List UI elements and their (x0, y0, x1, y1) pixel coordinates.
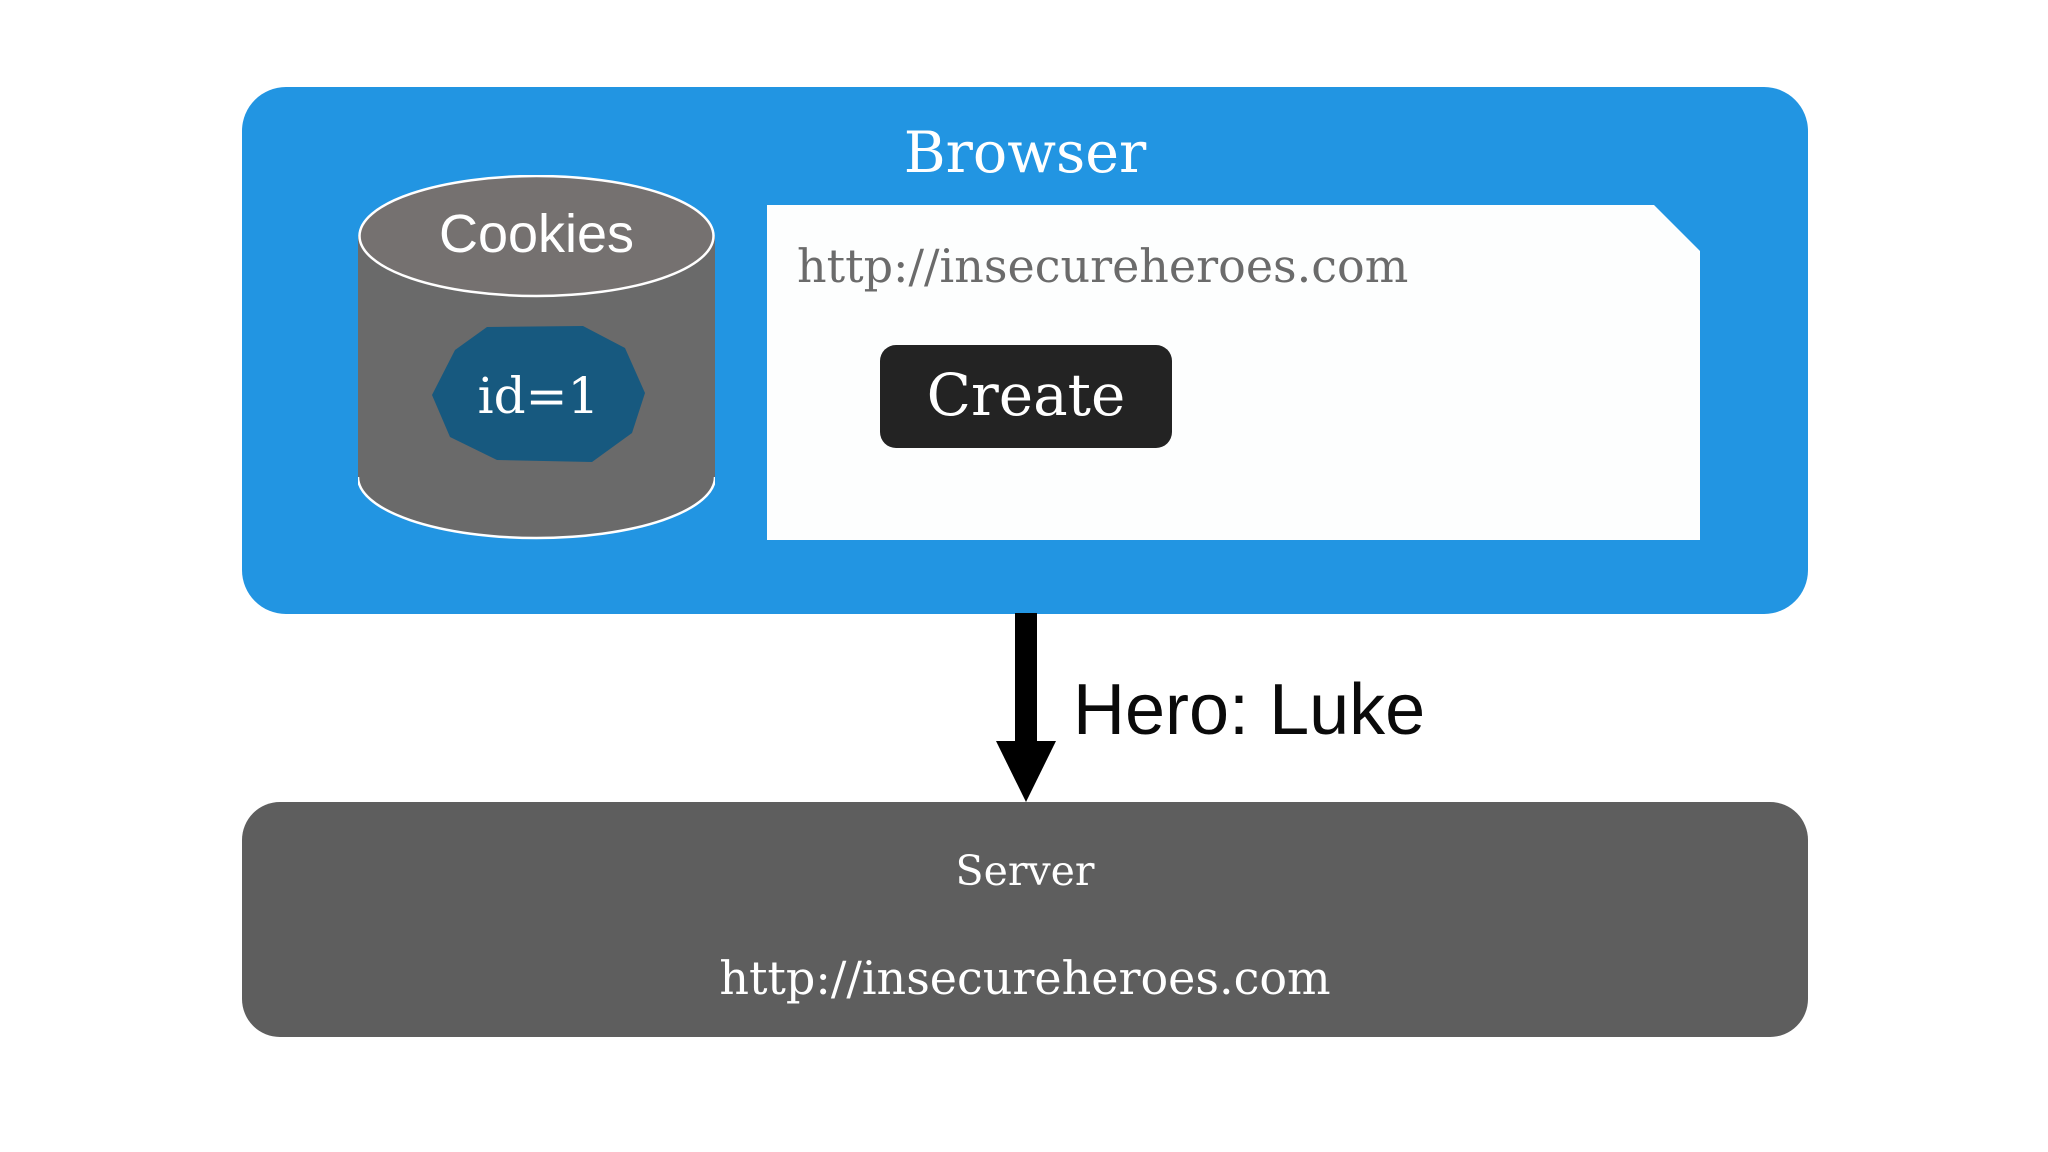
server-url: http://insecureheroes.com (719, 951, 1331, 1005)
cookies-cylinder-icon (358, 175, 715, 540)
server-title: Server (955, 847, 1095, 895)
server-box: Server http://insecureheroes.com (242, 802, 1808, 1037)
cookie-value: id=1 (477, 367, 600, 425)
web-page-panel: http://insecureheroes.com Create (767, 205, 1700, 540)
page-url: http://insecureheroes.com (797, 239, 1409, 293)
cookies-title: Cookies (438, 204, 635, 264)
cookie-value-shape (432, 326, 645, 462)
browser-title: Browser (903, 120, 1147, 186)
request-arrow-icon (996, 613, 1056, 802)
request-payload-label: Hero: Luke (1073, 670, 1426, 750)
create-button[interactable]: Create (880, 345, 1172, 448)
